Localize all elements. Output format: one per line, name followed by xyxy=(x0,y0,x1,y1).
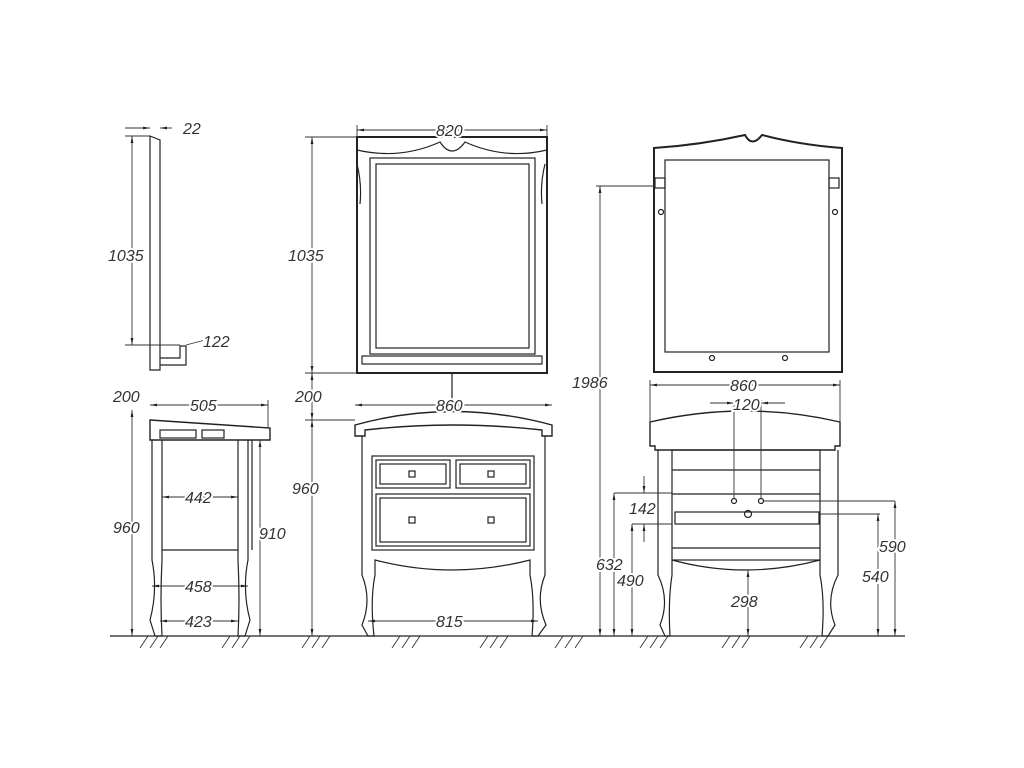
back-view: 1986 860 120 142 632 490 590 540 298 xyxy=(570,133,908,637)
mirror-frame-front xyxy=(356,136,548,374)
dim-leg-span: 815 xyxy=(436,614,463,631)
dim-leg-depth-floor: 423 xyxy=(185,614,212,631)
dim-upper-limit: 632 xyxy=(596,557,623,574)
dim-top-overhang-side: 200 xyxy=(112,389,140,406)
dim-leg-depth-top: 458 xyxy=(185,579,212,596)
mirror-frame-back xyxy=(653,133,843,373)
dim-tap-height: 590 xyxy=(879,539,906,556)
floor-line xyxy=(110,635,905,649)
dim-total-height-front: 960 xyxy=(292,481,319,498)
dim-drain-height: 540 xyxy=(862,569,889,586)
dim-gap: 200 xyxy=(294,389,322,406)
dim-tap-spacing: 120 xyxy=(733,397,760,414)
dim-mount-height: 1986 xyxy=(572,375,608,392)
dim-drain-zone: 142 xyxy=(629,501,656,518)
dim-mirror-height-side: 1035 xyxy=(108,248,144,265)
side-view: 22 1035 122 200 505 442 960 910 458 423 xyxy=(106,119,288,637)
countertop-back xyxy=(649,410,841,451)
dim-mirror-height-front: 1035 xyxy=(288,248,324,265)
mirror-side-profile xyxy=(149,135,161,371)
mirror-shelf-front xyxy=(361,355,543,365)
dim-inner-depth: 442 xyxy=(185,490,212,507)
dim-top-width-front: 860 xyxy=(436,398,463,415)
dim-shelf-depth: 122 xyxy=(203,334,230,351)
dim-body-height: 910 xyxy=(259,526,286,543)
dim-apron-height: 298 xyxy=(730,594,758,611)
front-view: 820 1035 200 860 960 815 xyxy=(286,121,553,637)
dim-top-width-back: 860 xyxy=(730,378,757,395)
dim-mirror-width: 820 xyxy=(436,123,463,140)
mirror-shelf-profile xyxy=(160,345,187,366)
dim-total-height-side: 960 xyxy=(113,520,140,537)
dim-top-depth: 505 xyxy=(190,398,217,415)
dim-mirror-depth: 22 xyxy=(182,121,201,138)
wall-lamps xyxy=(356,163,546,205)
dim-lower-limit: 490 xyxy=(617,573,644,590)
countertop-front xyxy=(354,410,553,437)
